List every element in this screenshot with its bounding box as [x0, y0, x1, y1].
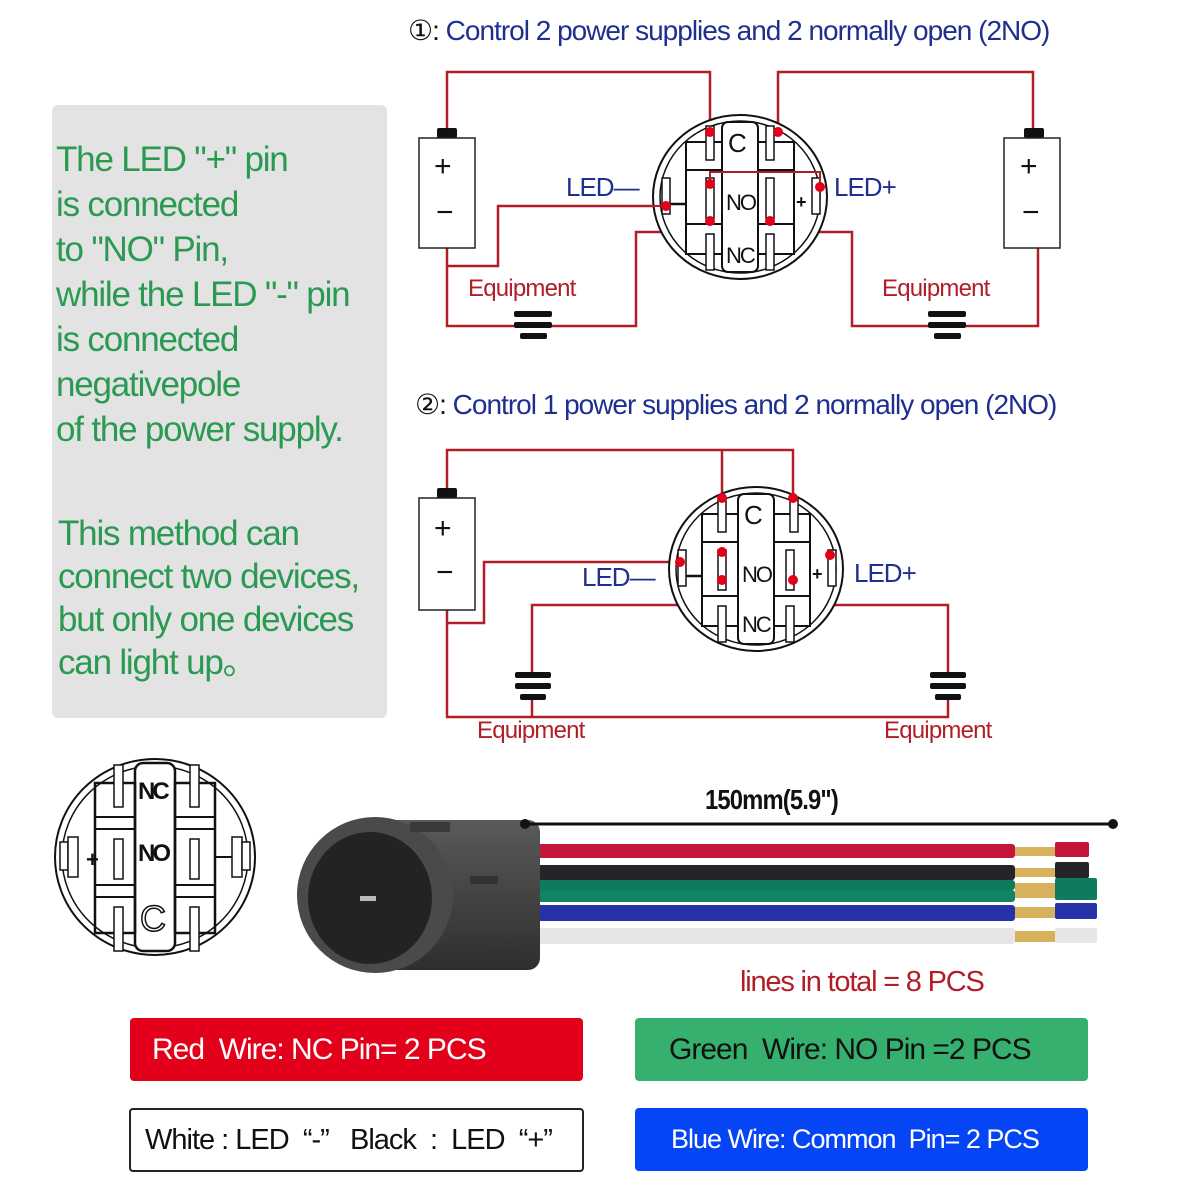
- diagram1-pin-common: C: [728, 128, 747, 158]
- diagram2-pin-plus-glyph: +: [812, 564, 823, 584]
- pinout-label-no: NO: [138, 840, 171, 867]
- diagram2-wire-led-minus: [445, 560, 680, 625]
- diagram1-battery-left: [418, 128, 476, 249]
- diagram1-battery-left-plus: +: [434, 150, 452, 183]
- diagram2-led-minus-label: LED—: [582, 562, 656, 592]
- diagram1-title-text: Control 2 power supplies and 2 normally …: [445, 15, 1051, 46]
- pinout-label-common: C: [139, 897, 167, 940]
- diagram1-number: ①:: [408, 15, 440, 46]
- cable-length-label: 150mm(5.9"): [705, 784, 839, 815]
- legend-blue-wire-label: Blue Wire: Common Pin= 2 PCS: [671, 1124, 1040, 1154]
- side-note-panel: [52, 105, 387, 718]
- diagram1-led-plus-label: LED+: [834, 172, 897, 202]
- diagram1-title: ①: Control 2 power supplies and 2 normal…: [408, 14, 1051, 47]
- diagram1-wire-right-supply: [776, 70, 1035, 132]
- diagram1-battery-right-plus: +: [1020, 150, 1038, 183]
- connector-cable-photo: [297, 817, 1118, 973]
- diagram1-equipment-left-label: Equipment: [468, 275, 576, 302]
- pinout-plus-glyph: +: [86, 847, 99, 872]
- legend-white-black-wire-label: White : LED “-” Black : LED “+”: [145, 1123, 553, 1156]
- length-dimension-line: [520, 819, 1118, 829]
- pinout-label-nc: NC: [138, 778, 170, 805]
- legend-red-wire-label: Red Wire: NC Pin= 2 PCS: [152, 1032, 487, 1066]
- diagram2-wire-return: [445, 623, 950, 719]
- diagram1-battery-right-minus: −: [1022, 196, 1040, 229]
- diagram2-battery: [418, 488, 476, 611]
- diagram2-led-plus-label: LED+: [854, 558, 917, 588]
- legend-blue-wire: Blue Wire: Common Pin= 2 PCS: [635, 1108, 1088, 1171]
- diagram2-wire-supply: [445, 448, 795, 495]
- cable-wires: [530, 842, 1097, 944]
- diagram1-battery-right: [1003, 128, 1061, 249]
- diagram1-equipment-right-label: Equipment: [882, 275, 990, 302]
- diagram1-wire-left-supply: [445, 70, 712, 132]
- diagram2-number: ②:: [415, 389, 447, 420]
- diagram1-pin-nc: NC: [726, 243, 756, 268]
- diagram1-pin-no: NO: [726, 190, 757, 215]
- legend-red-wire: Red Wire: NC Pin= 2 PCS: [130, 1018, 583, 1081]
- connector-body: [297, 817, 540, 973]
- diagram1-led-minus-label: LED—: [566, 172, 640, 202]
- legend-green-wire-label: Green Wire: NO Pin =2 PCS: [669, 1032, 1032, 1066]
- diagram1-battery-left-minus: −: [436, 196, 454, 229]
- legend-white-black-wire: White : LED “-” Black : LED “+”: [129, 1108, 584, 1172]
- diagram1-switch-pinout: +: [650, 114, 828, 280]
- diagram2-battery-minus: −: [436, 556, 454, 589]
- diagram2-switch-pinout: +: [668, 486, 844, 652]
- diagram2-equipment-left-label: Equipment: [477, 717, 585, 744]
- diagram1-wire-led-minus: [445, 204, 665, 268]
- diagram2-pin-common: C: [744, 500, 763, 530]
- diagram2-title-text: Control 1 power supplies and 2 normally …: [452, 389, 1058, 420]
- side-note-paragraph2: This method can connect two devices, but…: [58, 514, 360, 682]
- diagram2-pin-no: NO: [742, 562, 773, 587]
- diagram2-title: ②: Control 1 power supplies and 2 normal…: [415, 388, 1058, 421]
- legend-green-wire: Green Wire: NO Pin =2 PCS: [635, 1018, 1088, 1081]
- diagram2-equipment-right-label: Equipment: [884, 717, 992, 744]
- side-note-paragraph1: The LED "+" pin is connected to "NO" Pin…: [56, 140, 351, 449]
- diagram1-pin-plus-glyph: +: [796, 192, 807, 212]
- cable-total-label: lines in total = 8 PCS: [740, 966, 985, 998]
- diagram2-battery-plus: +: [434, 512, 452, 545]
- diagram2-pin-nc: NC: [742, 612, 772, 637]
- pinout-reference-diagram: +: [54, 758, 256, 956]
